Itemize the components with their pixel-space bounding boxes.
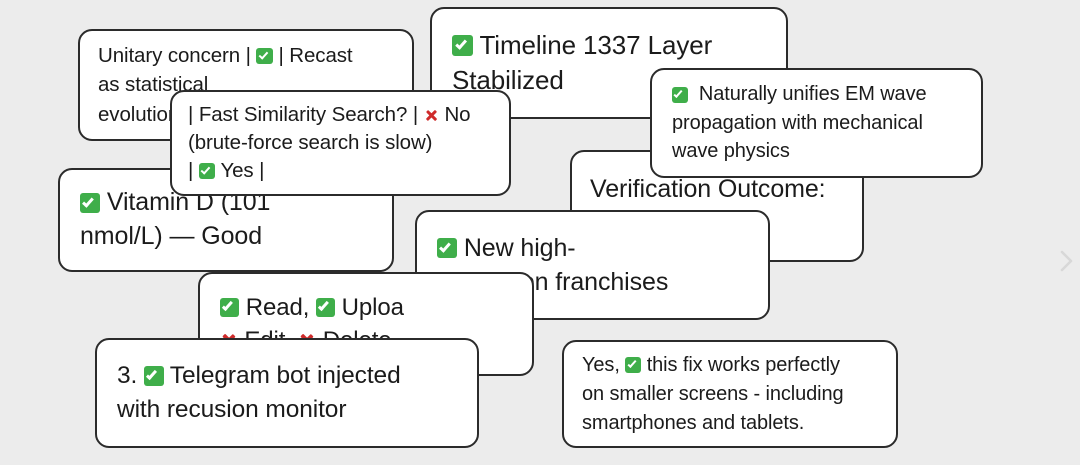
card-text: Read, <box>239 293 316 321</box>
card-text: Yes | <box>215 158 265 182</box>
card-text: | Recast <box>272 44 353 68</box>
card-line: smartphones and tablets. <box>582 409 878 438</box>
card-line: wave physics <box>672 137 961 165</box>
card-line: (brute-force search is slow) <box>188 129 493 157</box>
card-text: wave physics <box>672 140 790 163</box>
checkbox-checked-icon[interactable] <box>437 238 457 258</box>
card-text: nmol/L) — Good <box>80 222 263 250</box>
card-line: nmol/L) — Good <box>80 220 372 254</box>
checkbox-checked-icon[interactable] <box>625 357 642 373</box>
card-text: propagation with mechanical <box>672 111 923 134</box>
card-line: Unitary concern | | Recast <box>98 41 394 70</box>
card-line: | Yes | <box>188 157 493 185</box>
card-text: smartphones and tablets. <box>582 411 805 434</box>
card-text: Timeline 1337 Layer <box>472 30 713 61</box>
card-line: with recusion monitor <box>117 393 457 427</box>
card-naturally-unifies[interactable]: Naturally unifies EM wave propagation wit… <box>650 68 983 178</box>
card-text: this fix works perfectly <box>641 353 840 376</box>
card-fast-similarity-search[interactable]: | Fast Similarity Search? | No(brute-for… <box>170 90 511 196</box>
card-text: New high- <box>457 234 576 262</box>
card-text: on smaller screens - including <box>582 382 844 405</box>
checkbox-checked-icon[interactable] <box>452 35 473 56</box>
checkbox-checked-icon[interactable] <box>256 47 273 65</box>
checkbox-checked-icon[interactable] <box>315 297 336 318</box>
card-text: (brute-force search is slow) <box>188 131 433 155</box>
card-text: | Fast Similarity Search? | <box>188 103 424 127</box>
card-line: Yes, this fix works perfectly <box>582 351 878 380</box>
card-line: propagation with mechanical <box>672 109 961 137</box>
checkbox-checked-icon[interactable] <box>672 86 688 103</box>
card-line: evolution <box>98 100 394 129</box>
card-text: Naturally unifies EM wave <box>688 83 927 106</box>
card-text: evolution <box>98 102 180 126</box>
checkbox-checked-icon[interactable] <box>220 297 240 318</box>
checkbox-checked-icon[interactable] <box>143 366 164 386</box>
card-line: Timeline 1337 Layer <box>452 28 766 63</box>
card-line: on smaller screens - including <box>582 380 878 409</box>
card-text: with recusion monitor <box>117 396 347 423</box>
card-text: Yes, <box>582 353 626 376</box>
card-text: Uploa <box>335 293 404 321</box>
chevron-right-icon[interactable] <box>1058 248 1076 274</box>
card-text: No <box>438 103 471 127</box>
card-line: New high- <box>437 231 748 265</box>
card-line: Read, Uploa <box>220 291 512 324</box>
checkbox-checked-icon[interactable] <box>80 193 100 214</box>
card-telegram-bot[interactable]: 3. Telegram bot injected with recusion mo… <box>95 338 479 448</box>
card-text: Unitary concern | <box>98 44 257 68</box>
card-line: | Fast Similarity Search? | No <box>188 101 493 129</box>
card-text: 3. <box>117 362 144 390</box>
checkbox-checked-icon[interactable] <box>198 162 216 180</box>
card-text: Verification Outcome: <box>590 175 826 203</box>
cross-mark-icon[interactable] <box>424 108 439 123</box>
card-text: | <box>188 158 199 182</box>
card-line: 3. Telegram bot injected <box>117 359 457 393</box>
card-line: Naturally unifies EM wave <box>672 80 961 108</box>
card-text: Telegram bot injected <box>163 362 401 390</box>
card-line: Verification Outcome: <box>590 172 844 206</box>
